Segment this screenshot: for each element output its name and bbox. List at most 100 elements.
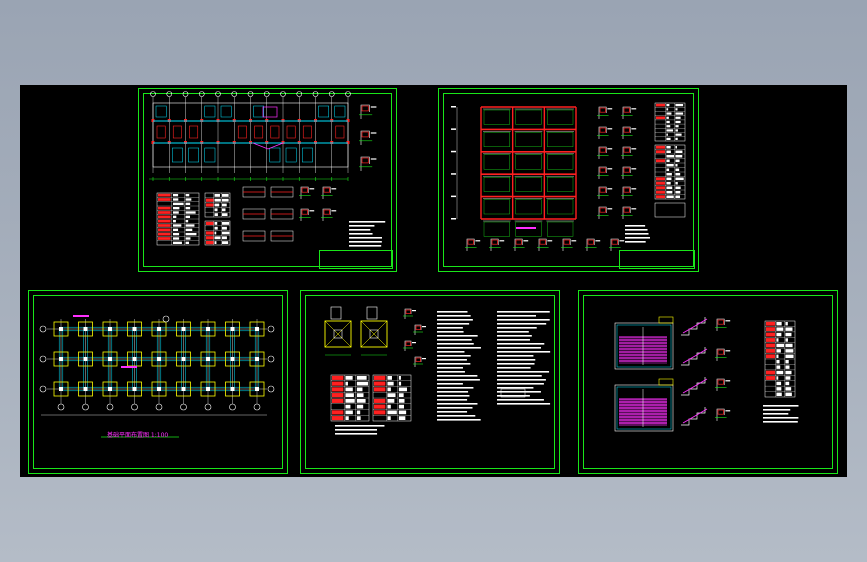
drawing-sheet-floor-plan[interactable] <box>138 88 397 272</box>
room-outline <box>204 105 216 118</box>
drawing-sheet-frame-elevation[interactable] <box>438 88 699 272</box>
table-text-mark <box>398 416 406 420</box>
table-text-mark <box>398 387 407 392</box>
level-label <box>451 218 456 220</box>
room-outline <box>155 105 167 118</box>
footing-label <box>73 315 89 317</box>
general-notes <box>349 229 371 231</box>
column-stub <box>132 357 137 361</box>
rebar-section <box>491 239 498 245</box>
table-text-mark <box>345 404 351 409</box>
section-detail <box>598 206 607 219</box>
table-text-mark <box>387 376 392 380</box>
rebar-section <box>323 209 330 215</box>
table-text-mark <box>214 222 218 225</box>
table-cell-mark <box>158 206 171 210</box>
slab-rebar <box>189 125 199 139</box>
frame-bay-detail <box>515 154 542 170</box>
frame-bay-detail <box>547 132 574 148</box>
table-text-mark <box>398 381 402 386</box>
rebar-section <box>361 157 369 164</box>
isolated-footing <box>151 381 167 397</box>
table-cell-mark <box>656 159 665 163</box>
axis-bubble <box>280 91 286 97</box>
drawing-sheet-foundation-details[interactable] <box>300 290 560 474</box>
note-sketch <box>500 388 526 398</box>
stair-section <box>681 407 706 426</box>
detail-label <box>331 188 337 190</box>
design-notes <box>437 331 464 333</box>
table-cell-mark <box>332 393 344 398</box>
slab-rebar <box>302 125 312 139</box>
table-text-mark <box>776 332 782 337</box>
table-text-mark <box>356 404 364 409</box>
rebar-section <box>467 239 474 245</box>
design-notes <box>497 327 537 329</box>
rebar-section <box>717 379 724 385</box>
detail-label <box>595 240 601 242</box>
column-stub <box>157 327 161 331</box>
column-mark <box>346 141 350 144</box>
cad-drawing-canvas[interactable]: 基础平面布置图 1:100 <box>20 85 847 477</box>
stair-details-graphics <box>614 316 799 432</box>
column-stub <box>230 327 235 331</box>
stair-slab-rebar <box>682 318 708 334</box>
table-text-mark <box>345 376 353 380</box>
column-stub <box>157 387 161 391</box>
table-text-mark <box>185 220 189 223</box>
legend-box <box>654 202 686 218</box>
detail-label <box>309 210 315 212</box>
design-notes <box>437 391 469 393</box>
table-cell-mark <box>656 181 665 185</box>
room-outline <box>334 105 346 118</box>
table-cell-mark <box>158 237 171 240</box>
table-text-mark <box>345 399 355 403</box>
axis-bubble <box>131 403 138 411</box>
table-cell-mark <box>766 354 775 359</box>
footing-detail <box>324 320 352 348</box>
table-cell-mark <box>656 195 665 199</box>
table-text-mark <box>172 241 182 244</box>
frame-bay-detail <box>515 132 542 148</box>
table-text-mark <box>185 211 196 214</box>
section-detail <box>414 356 422 367</box>
isolated-footing <box>127 381 142 397</box>
table-text-mark <box>666 146 671 149</box>
column-mark <box>167 119 171 122</box>
table-text-mark <box>675 120 681 124</box>
table-text-mark <box>398 376 401 380</box>
column-elevation <box>366 306 378 320</box>
general-notes <box>625 229 648 231</box>
table-text-mark <box>398 410 407 415</box>
column-mark <box>249 141 252 144</box>
design-notes <box>437 399 468 401</box>
table-cell-mark <box>206 198 214 202</box>
drawing-sheet-stair-details[interactable] <box>578 290 838 474</box>
table-text-mark <box>398 404 405 409</box>
column-stub <box>83 327 88 331</box>
column-stub <box>108 327 112 331</box>
stair-plan-inner <box>616 324 672 368</box>
table-text-mark <box>666 133 668 136</box>
table-text-mark <box>666 137 671 140</box>
table-text-mark <box>222 241 229 244</box>
table-text-mark <box>185 198 192 201</box>
general-notes <box>349 233 373 235</box>
table-cell-mark <box>656 150 665 154</box>
table-cell-mark <box>766 343 775 348</box>
rebar-section <box>623 167 630 173</box>
detail-label <box>631 148 637 150</box>
column-stub <box>83 357 88 361</box>
table-text-mark <box>666 120 670 124</box>
table-text-mark <box>172 215 177 218</box>
frame-bay-detail <box>483 109 510 125</box>
table-text-mark <box>214 236 221 240</box>
detail-label <box>571 240 577 242</box>
table-text-mark <box>666 164 674 167</box>
drawing-sheet-foundation-plan[interactable]: 基础平面布置图 1:100 <box>28 290 288 474</box>
detail-label <box>631 168 637 170</box>
detail-label <box>725 380 731 382</box>
axis-bubble <box>296 91 303 97</box>
table-text-mark <box>666 173 672 176</box>
table-text-mark <box>222 203 227 207</box>
